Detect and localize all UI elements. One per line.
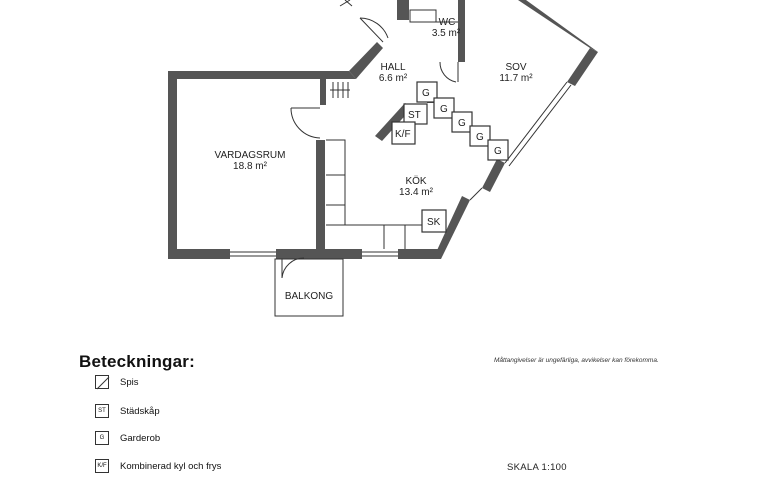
legend-title: Beteckningar: [79,352,195,371]
box-icon: K/F [95,459,109,473]
legend: Beteckningar: [79,352,379,378]
wall-partition [316,140,325,259]
closet-g-4-label: G [476,132,484,143]
wall-sov-top [518,0,598,52]
legend-item-garderob: G Garderob [95,430,160,446]
room-kok-area: 13.4 m² [399,187,434,198]
room-hall-area: 6.6 m² [379,73,408,84]
closet-g-5-label: G [494,146,502,157]
closet-g-2-label: G [440,104,448,115]
walls [168,0,598,259]
wall-living-top [168,71,356,79]
cabinet-kf [391,121,416,145]
room-sov-name: SOV [505,62,526,73]
wall-wc-right [458,0,465,62]
cabinet-st-label: ST [408,110,421,121]
room-wc-area: 3.5 m² [432,28,461,39]
legend-item-kylfrys: K/F Kombinerad kyl och frys [95,458,221,474]
wall-living-left [168,71,177,259]
closet-row [391,81,509,233]
diagonal-line-icon [95,375,110,390]
disclaimer-note: Måttangivelser är ungefärliga, avvikelse… [494,357,659,364]
room-wc-name: WC [439,17,456,28]
room-kok-name: KÖK [405,175,426,187]
wall-angle-mid [482,159,505,192]
wall-living-door-post [320,79,326,105]
room-hall-name: HALL [380,62,405,73]
closet-g-4 [469,125,491,147]
legend-item-spis: Spis [95,374,138,390]
closet-g-5 [487,139,509,161]
room-labels: WC 3.5 m² HALL 6.6 m² SOV 11.7 m² VARDAG… [215,17,534,302]
legend-label-spis: Spis [120,376,139,388]
wall-kitchen-angle [433,196,470,259]
wall-hall-entry [349,42,383,79]
balcony-outline [274,258,344,317]
wall-partition-bottom [305,249,362,259]
room-sov-area: 11.7 m² [499,73,533,84]
legend-label-garderob: Garderob [120,432,161,444]
cabinet-sk-label: SK [427,217,441,228]
wall-top-segment [397,0,409,20]
wall-living-bottom-mid [276,249,308,259]
closet-g-1-label: G [422,88,430,99]
wall-living-bottom-left [168,249,230,259]
cabinet-kf-label: K/F [395,129,411,140]
wall-sov-right [567,48,598,86]
cabinet-sk [421,209,447,233]
wall-kitchen-bottom [398,249,441,259]
legend-item-stadskap: ST Städskåp [95,403,160,419]
closet-g-2 [433,97,455,119]
room-balkong-name: BALKONG [285,291,334,302]
box-icon: G [95,431,109,445]
closet-g-1 [416,81,438,103]
legend-label-stadskap: Städskåp [120,405,160,417]
room-vardagsrum-name: VARDAGSRUM [215,150,286,161]
floor-plan: G G G G G ST K/F SK WC 3.5 m² HALL 6.6 m… [168,0,598,317]
legend-label-kylfrys: Kombinerad kyl och frys [120,460,222,472]
closet-g-3 [451,111,473,133]
closet-g-3-label: G [458,118,466,129]
box-icon: ST [95,404,109,418]
closet-labels: G G G G G ST K/F SK [395,88,502,228]
scale-label: SKALA 1:100 [507,462,567,473]
room-vardagsrum-area: 18.8 m² [233,161,268,172]
thin-lines [230,0,572,317]
